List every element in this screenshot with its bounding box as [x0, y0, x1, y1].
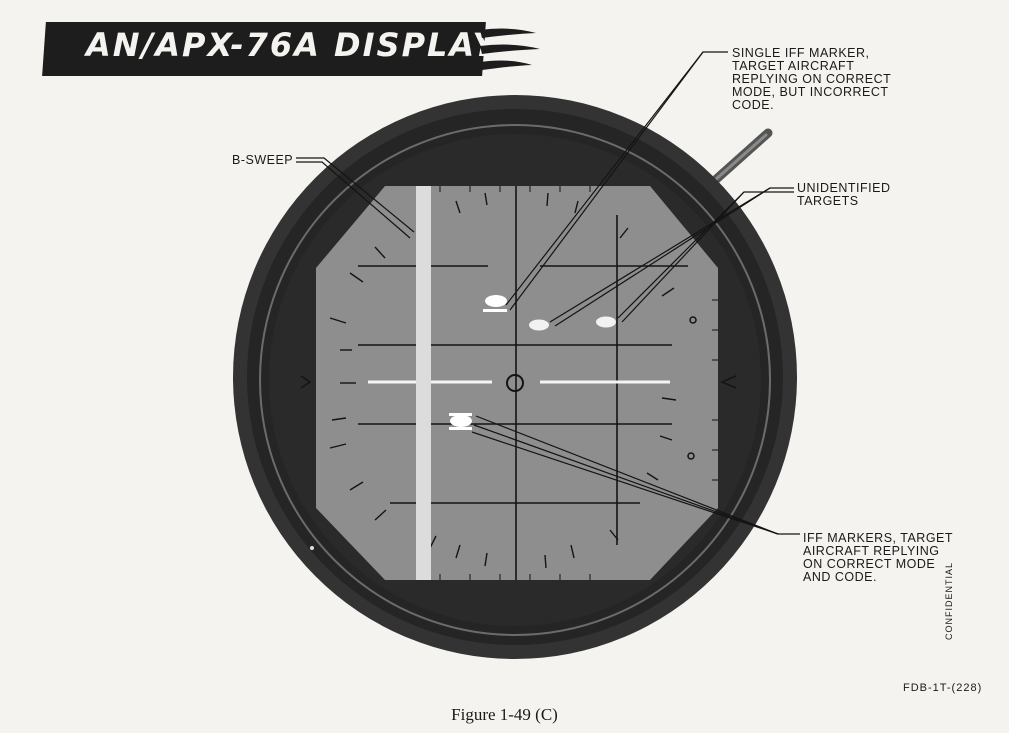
edge-ticks: [439, 186, 718, 580]
iff-marker-upper: [449, 413, 472, 416]
leader-lines: [296, 51, 800, 535]
single-iff-marker: [483, 309, 507, 312]
figure-caption: Figure 1-49 (C): [451, 705, 558, 724]
iff-marker-lower: [449, 427, 472, 430]
figure-id: FDB-1T-(228): [903, 682, 983, 694]
b-sweep-label: B-SWEEP: [232, 153, 294, 167]
range-markers: [300, 316, 737, 460]
targets: [449, 295, 616, 430]
classification-mark: CONFIDENTIAL: [944, 561, 954, 640]
iff-markers-label: IFF MARKERS, TARGET AIRCRAFT REPLYING ON…: [803, 531, 954, 584]
unidentified-target-2: [596, 316, 616, 328]
unidentified-targets-label: UNIDENTIFIED TARGETS: [797, 181, 891, 208]
bearing-ticks: [329, 192, 677, 569]
single-iff-target: [485, 295, 507, 307]
page-title: AN/APX-76A DISPLAYS: [86, 26, 523, 64]
single-iff-label: SINGLE IFF MARKER, TARGET AIRCRAFT REPLY…: [732, 46, 892, 112]
banner-streaks: [480, 28, 540, 70]
iff-target: [450, 415, 472, 427]
b-sweep-line: [416, 186, 431, 580]
scope-center: [506, 374, 524, 392]
unidentified-target-1: [529, 319, 549, 331]
